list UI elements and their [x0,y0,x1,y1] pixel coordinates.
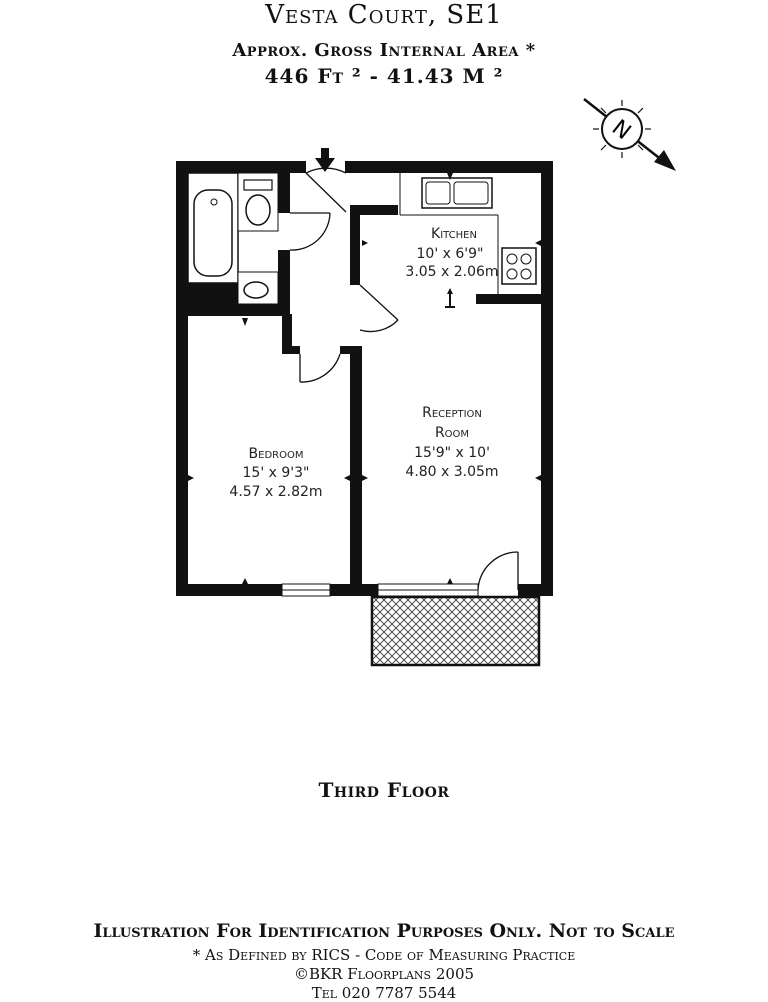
balcony [370,595,541,667]
kitchen-imperial: 10' x 6'9" [417,246,484,262]
bedroom-label: Bedroom 15' x 9'3" 4.57 x 2.82m [229,446,322,500]
bedroom-metric: 4.57 x 2.82m [229,484,322,500]
hob-icon [501,247,537,285]
disclaimer: Illustration For Identification Purposes… [93,920,675,942]
walls [176,161,553,596]
windows [281,583,479,597]
kitchen-fixtures [399,173,537,294]
entrance-arrow-icon [315,148,335,172]
telephone: Tel 020 7787 5544 [311,984,457,1002]
rics-note: * As Defined by RICS - Code of Measuring… [192,946,576,964]
toilet-icon [245,194,271,226]
bathroom [187,172,279,305]
compass-icon: N [583,98,676,171]
area-label: Approx. Gross Internal Area * [232,40,536,61]
bedroom-imperial: 15' x 9'3" [243,465,310,481]
kitchen-metric: 3.05 x 2.06m [405,264,498,280]
bedroom-name: Bedroom [249,446,304,462]
reception-name-2: Room [435,425,469,441]
reception-label: Reception Room 15'9" x 10' 4.80 x 3.05m [405,405,498,480]
plan-title: Vesta Court, SE1 [265,0,503,30]
doors [289,167,519,591]
reception-imperial: 15'9" x 10' [414,445,490,461]
dimension-markers [188,173,541,584]
kitchen-label: Kitchen 10' x 6'9" 3.05 x 2.06m [405,226,498,280]
basin-icon [243,281,269,299]
reception-name-1: Reception [422,405,482,421]
copyright: ©BKR Floorplans 2005 [293,965,475,983]
area-value: 446 Ft ² - 41.43 M ² [264,64,504,88]
bathtub-icon [193,189,233,277]
kitchen-name: Kitchen [431,226,477,242]
reception-metric: 4.80 x 3.05m [405,464,498,480]
floor-name: Third Floor [318,778,450,802]
